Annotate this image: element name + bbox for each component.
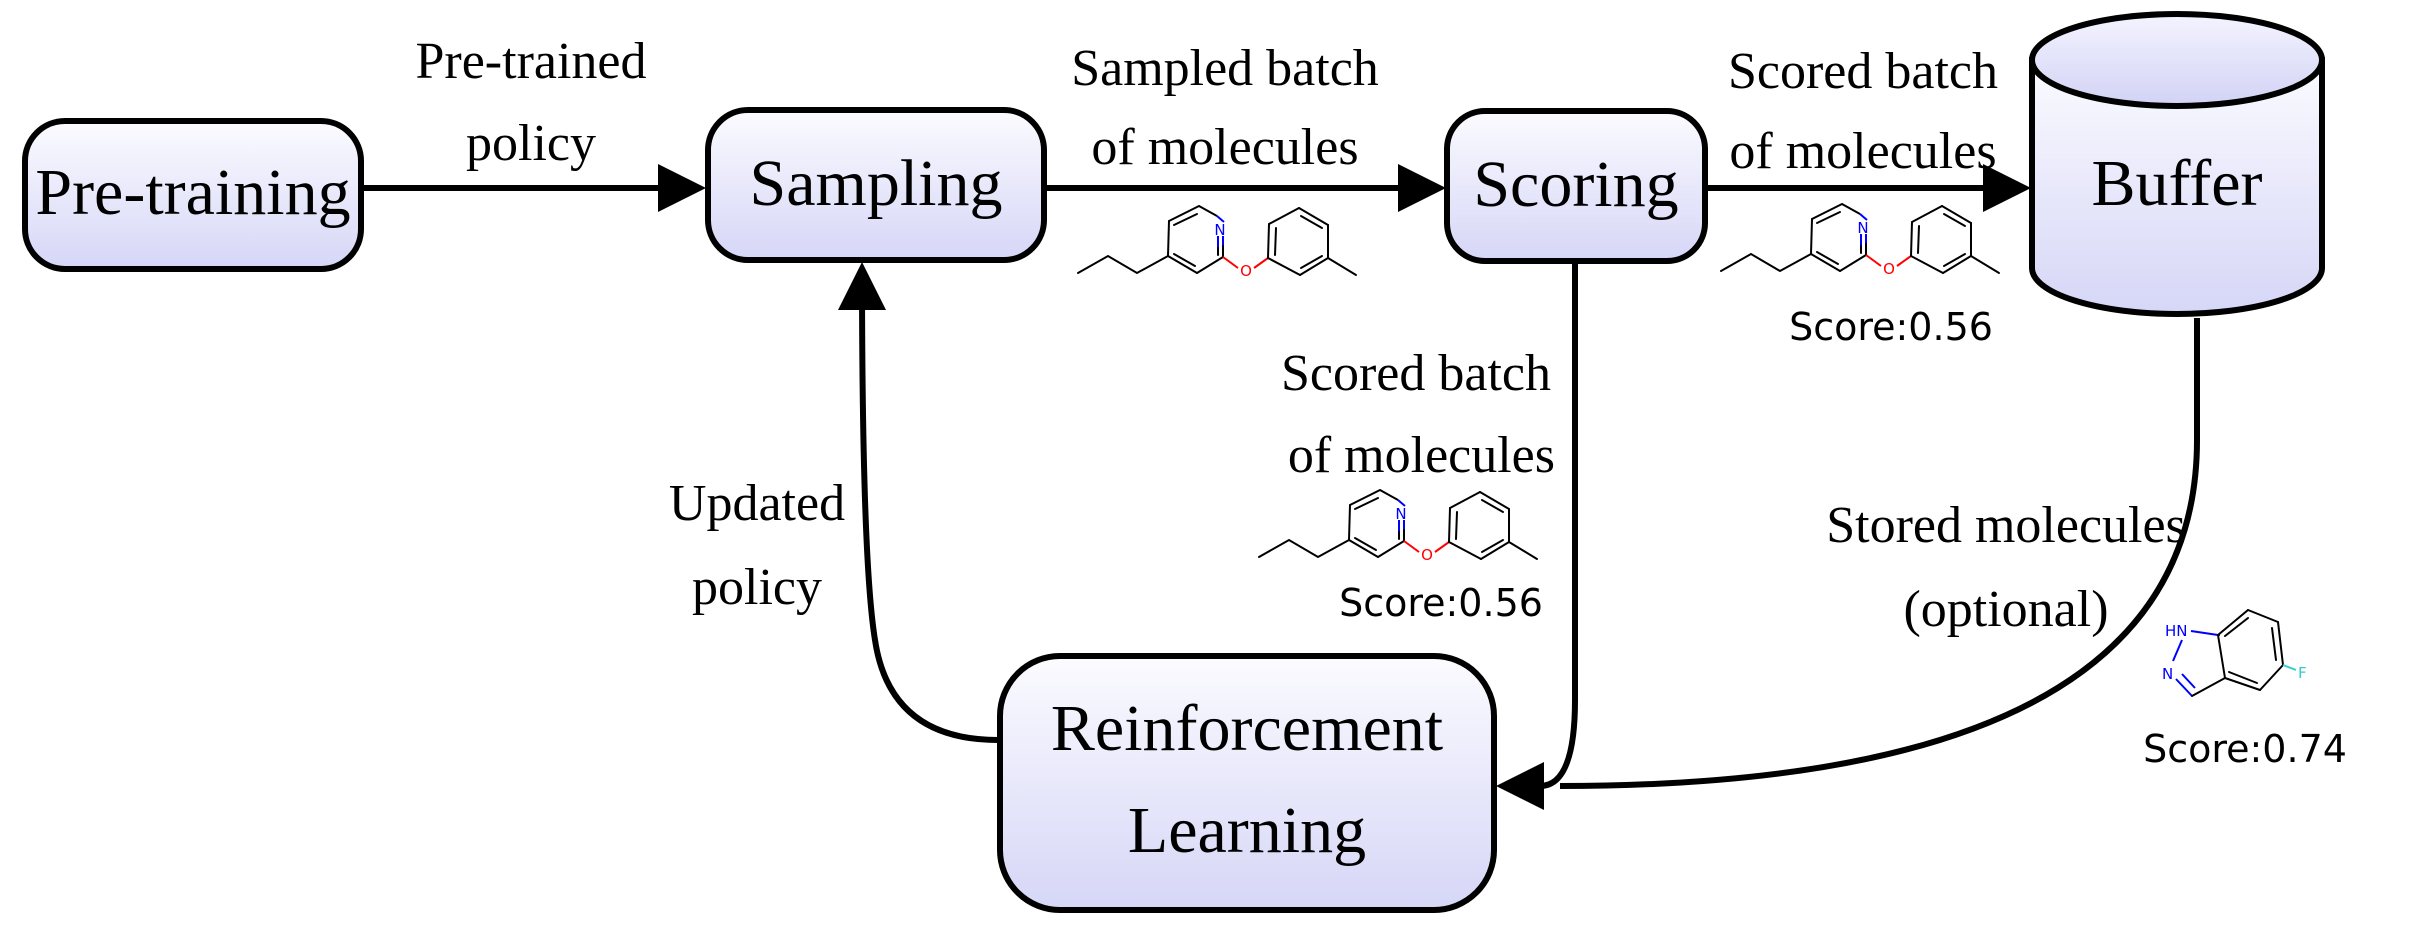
atom-n: N	[1214, 221, 1225, 239]
score-to-rl: Score:0.56	[1339, 581, 1543, 625]
connectors	[362, 164, 2200, 810]
edge-label-stored-molecules: Stored molecules (optional)	[1826, 497, 2186, 638]
edge-label-scored-batch-buffer: Scored batch of molecules	[1728, 43, 1998, 180]
node-scoring-label: Scoring	[1473, 148, 1678, 221]
edge-label-updated-policy: Updated policy	[669, 475, 845, 616]
score-stored: Score:0.74	[2143, 727, 2347, 771]
atom-f: F	[2298, 664, 2307, 682]
node-buffer-label: Buffer	[2091, 147, 2262, 220]
edge-label-line: Scored batch	[1728, 43, 1998, 100]
atom-o: O	[1421, 546, 1433, 564]
node-reinforcement-learning: Reinforcement Learning	[997, 653, 1497, 913]
node-pretraining-label: Pre-training	[35, 156, 350, 229]
atom-o: O	[1883, 260, 1895, 278]
edge-label-line: policy	[466, 115, 596, 172]
molecule-scored-buffer: N O	[1720, 203, 2000, 278]
node-sampling-label: Sampling	[749, 147, 1002, 220]
edge-label-pretrained-policy: Pre-trained policy	[415, 33, 646, 172]
edge-label-line: (optional)	[1903, 581, 2108, 638]
atom-n: N	[1395, 505, 1406, 523]
node-rl-label-line1: Reinforcement	[1051, 692, 1443, 765]
edge-label-line: Scored batch	[1281, 345, 1551, 402]
edge-label-line: of molecules	[1288, 427, 1555, 484]
buffer-top-cap	[2029, 11, 2325, 109]
arrow-rl-to-sampling	[838, 262, 999, 743]
node-buffer: Buffer	[2029, 11, 2325, 317]
edge-label-line: policy	[692, 559, 822, 616]
edge-label-line: Updated	[669, 475, 845, 532]
arrow-scoring-to-rl	[1496, 264, 1578, 810]
node-rl-label-line2: Learning	[1128, 794, 1366, 867]
edge-label-line: Stored molecules	[1826, 497, 2186, 554]
molecule-stored-indazole: HN N F	[2162, 609, 2307, 697]
atom-hn: HN	[2165, 622, 2188, 640]
edge-label-sampled-batch: Sampled batch of molecules	[1071, 40, 1379, 176]
node-scoring: Scoring	[1444, 108, 1708, 264]
atom-n: N	[2162, 665, 2173, 683]
edge-label-line: Pre-trained	[415, 33, 646, 90]
molecule-scored-rl: N O	[1258, 489, 1538, 564]
edge-label-line: Sampled batch	[1071, 40, 1379, 97]
atom-o: O	[1240, 262, 1252, 280]
molecule-sampled: N O	[1077, 205, 1357, 280]
edge-label-scored-batch-rl: Scored batch of molecules	[1281, 345, 1555, 484]
atom-n: N	[1857, 219, 1868, 237]
node-pretraining: Pre-training	[22, 118, 364, 272]
node-sampling: Sampling	[705, 107, 1047, 263]
score-to-buffer: Score:0.56	[1789, 305, 1993, 349]
edge-label-line: of molecules	[1091, 119, 1358, 176]
edge-label-line: of molecules	[1729, 123, 1996, 180]
arrow-buffer-to-rl	[1559, 318, 2200, 789]
